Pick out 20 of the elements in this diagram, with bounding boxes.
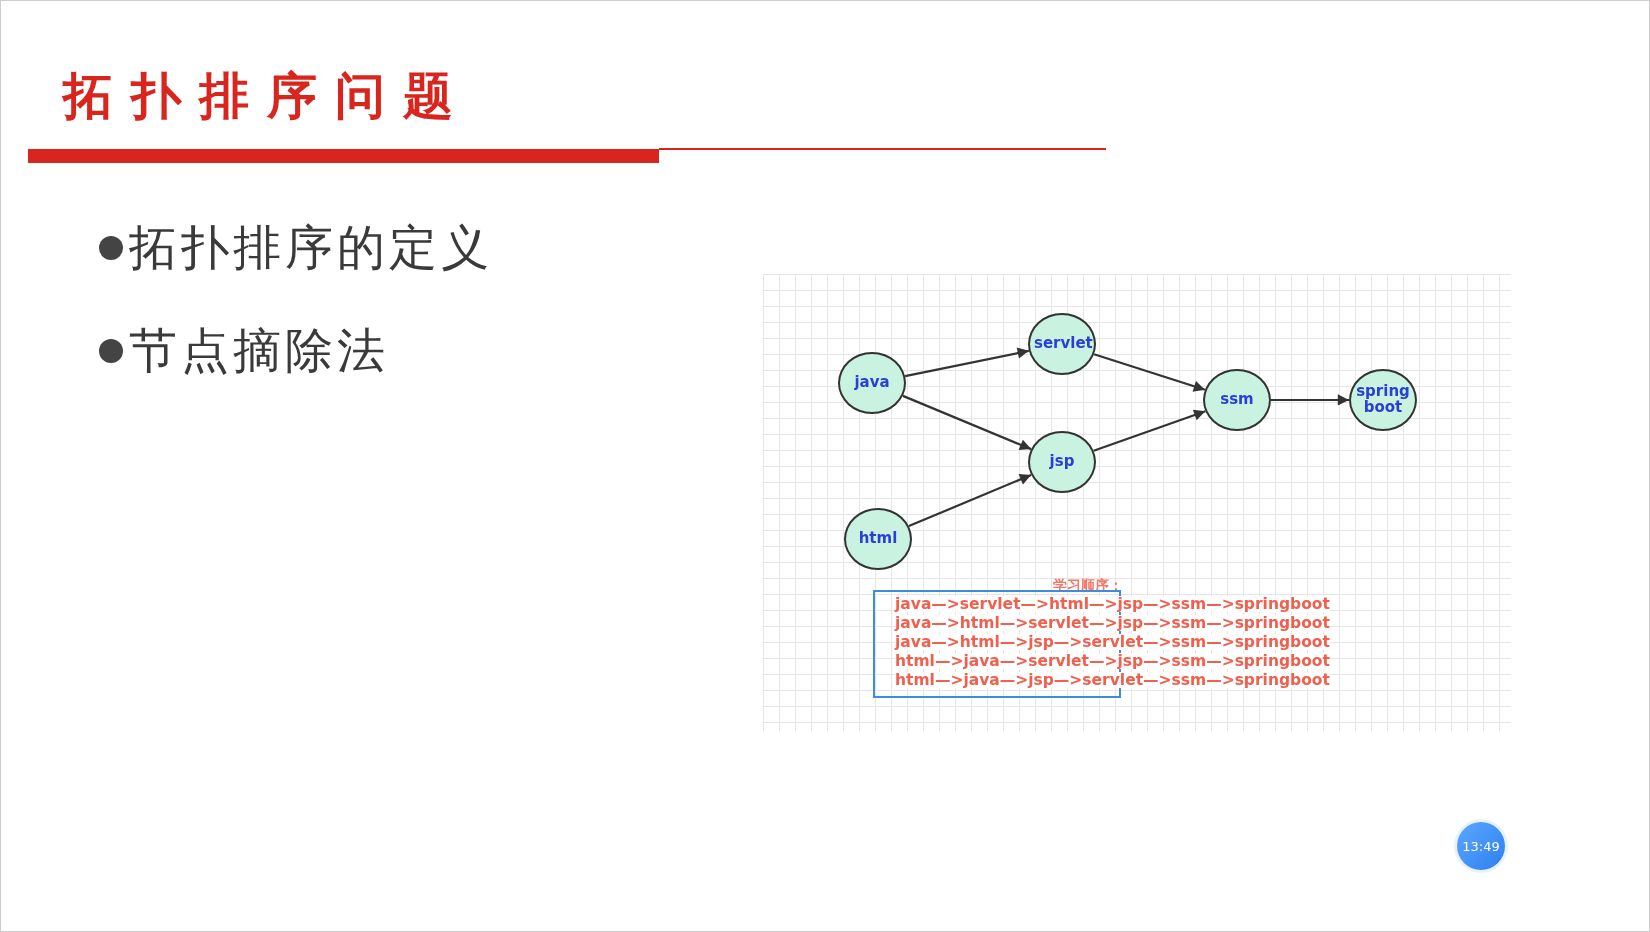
order-sequence: html—>java—>servlet—>jsp—>ssm—>springboot [895, 653, 1330, 669]
order-sequence: java—>html—>jsp—>servlet—>ssm—>springboot [895, 634, 1330, 650]
bullet-text: 拓扑排序的定义 [129, 218, 493, 277]
node-label: ssm [1219, 392, 1255, 408]
node-label: java [853, 375, 891, 391]
arrow [1271, 394, 1349, 406]
slide-title: 拓扑排序问题 [63, 66, 471, 127]
arrow [908, 473, 1032, 528]
timer-badge: 13:49 [1457, 822, 1505, 870]
order-sequence: java—>servlet—>html—>jsp—>ssm—>springboot [895, 596, 1330, 612]
bullet-text: 节点摘除法 [129, 321, 389, 380]
node-label: jsp [1048, 454, 1076, 470]
order-sequence: java—>html—>servlet—>jsp—>ssm—>springboot [895, 615, 1330, 631]
arrow [1093, 353, 1206, 392]
arrow [902, 394, 1032, 451]
arrow [1093, 409, 1206, 452]
node-label: spring boot [1355, 384, 1411, 416]
arrow [904, 347, 1030, 378]
order-sequence: html—>java—>jsp—>servlet—>ssm—>springboot [895, 672, 1330, 688]
node-label: html [857, 531, 899, 547]
